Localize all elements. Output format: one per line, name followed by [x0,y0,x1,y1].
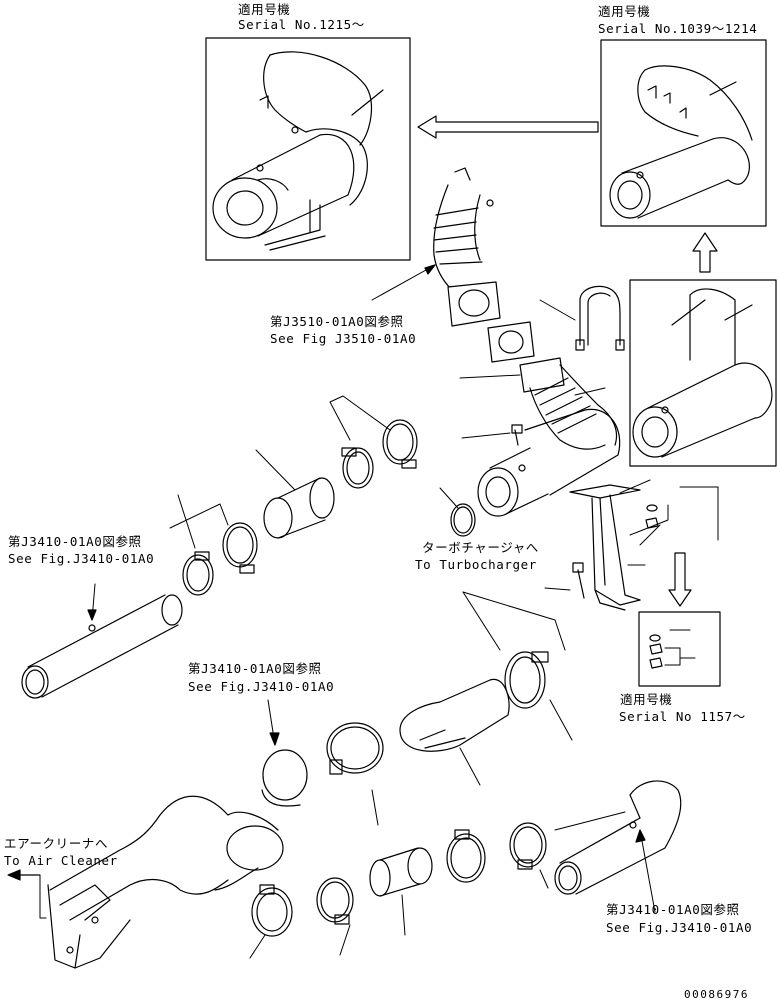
arrow-left-icon [417,115,599,139]
elbow-pipe-variant-c [632,288,773,458]
ref-j3510-jp: 第J3510-01A0図参照 [270,314,404,329]
long-pipe-left [21,594,183,699]
ref-j3410-right-en: See Fig.J3410-01A0 [606,920,753,935]
left-clamp-pair-upper [341,419,418,489]
washer-nut-set [645,504,663,669]
leader-lines [39,264,719,959]
inset-frame-mid-right [629,279,777,467]
bottom-clamp-3 [446,829,486,883]
inset-frame-top-left [205,37,411,261]
left-clamp-pair-lower [182,522,258,596]
large-hose-center [399,678,510,752]
dest-turbo-en: To Turbocharger [415,557,537,572]
arrow-up-icon [692,232,718,273]
inset-top-right-applicable: 適用号機 [598,4,651,19]
pipe-elbow-right [554,780,682,895]
ref-j3410-left-jp: 第J3410-01A0図参照 [8,534,142,549]
inset-bottom-right-applicable: 適用号機 [620,692,673,707]
inset-top-left-serial: Serial No.1215～ [238,17,365,32]
lower-bellows-hose [519,357,618,450]
ref-j3410-center-en: See Fig.J3410-01A0 [188,679,335,694]
bottom-short-hose [369,847,433,897]
short-hose-upper [263,477,335,539]
inset-frame-bottom-right [638,611,721,687]
bottom-clamp-1 [251,884,293,937]
dest-turbo-jp: ターボチャージャへ [422,540,539,555]
o-ring [450,503,476,537]
ref-j3410-center-jp: 第J3410-01A0図参照 [188,661,322,676]
arrow-down-icon [668,552,692,607]
dest-air-en: To Air Cleaner [4,853,118,868]
inset-bottom-right-serial: Serial No 1157～ [619,709,746,724]
outlet-pipe [477,408,621,517]
ref-j3410-left-en: See Fig.J3410-01A0 [8,551,155,566]
elbow-pipe-variant-a [212,51,384,251]
inset-top-right-serial: Serial No.1039～1214 [598,21,758,36]
center-clamp-mid [326,722,384,775]
inset-frame-top-right [600,39,767,227]
bottom-clamp-4 [509,822,547,870]
support-bracket [569,484,641,611]
bottom-clamp-2 [316,877,354,925]
ref-j3410-right-jp: 第J3410-01A0図参照 [606,902,740,917]
upper-bellows-hose [433,167,501,327]
dest-air-jp: エアークリーナへ [4,836,109,851]
inset-top-left-applicable: 適用号機 [238,2,291,17]
pipe-bolt [511,424,523,446]
ref-j3510-en: See Fig J3510-01A0 [270,331,417,346]
center-clamp-upper [504,651,549,709]
elbow-pipe-variant-b [609,65,753,219]
bracket-bolt [572,562,585,599]
u-bolt-clamp [575,285,625,351]
gasket [487,321,535,363]
short-pipe-center [261,749,308,807]
arrow-heads [7,264,646,881]
drawing-number: 00086976 [684,988,749,1001]
air-cleaner-elbow [47,795,284,969]
